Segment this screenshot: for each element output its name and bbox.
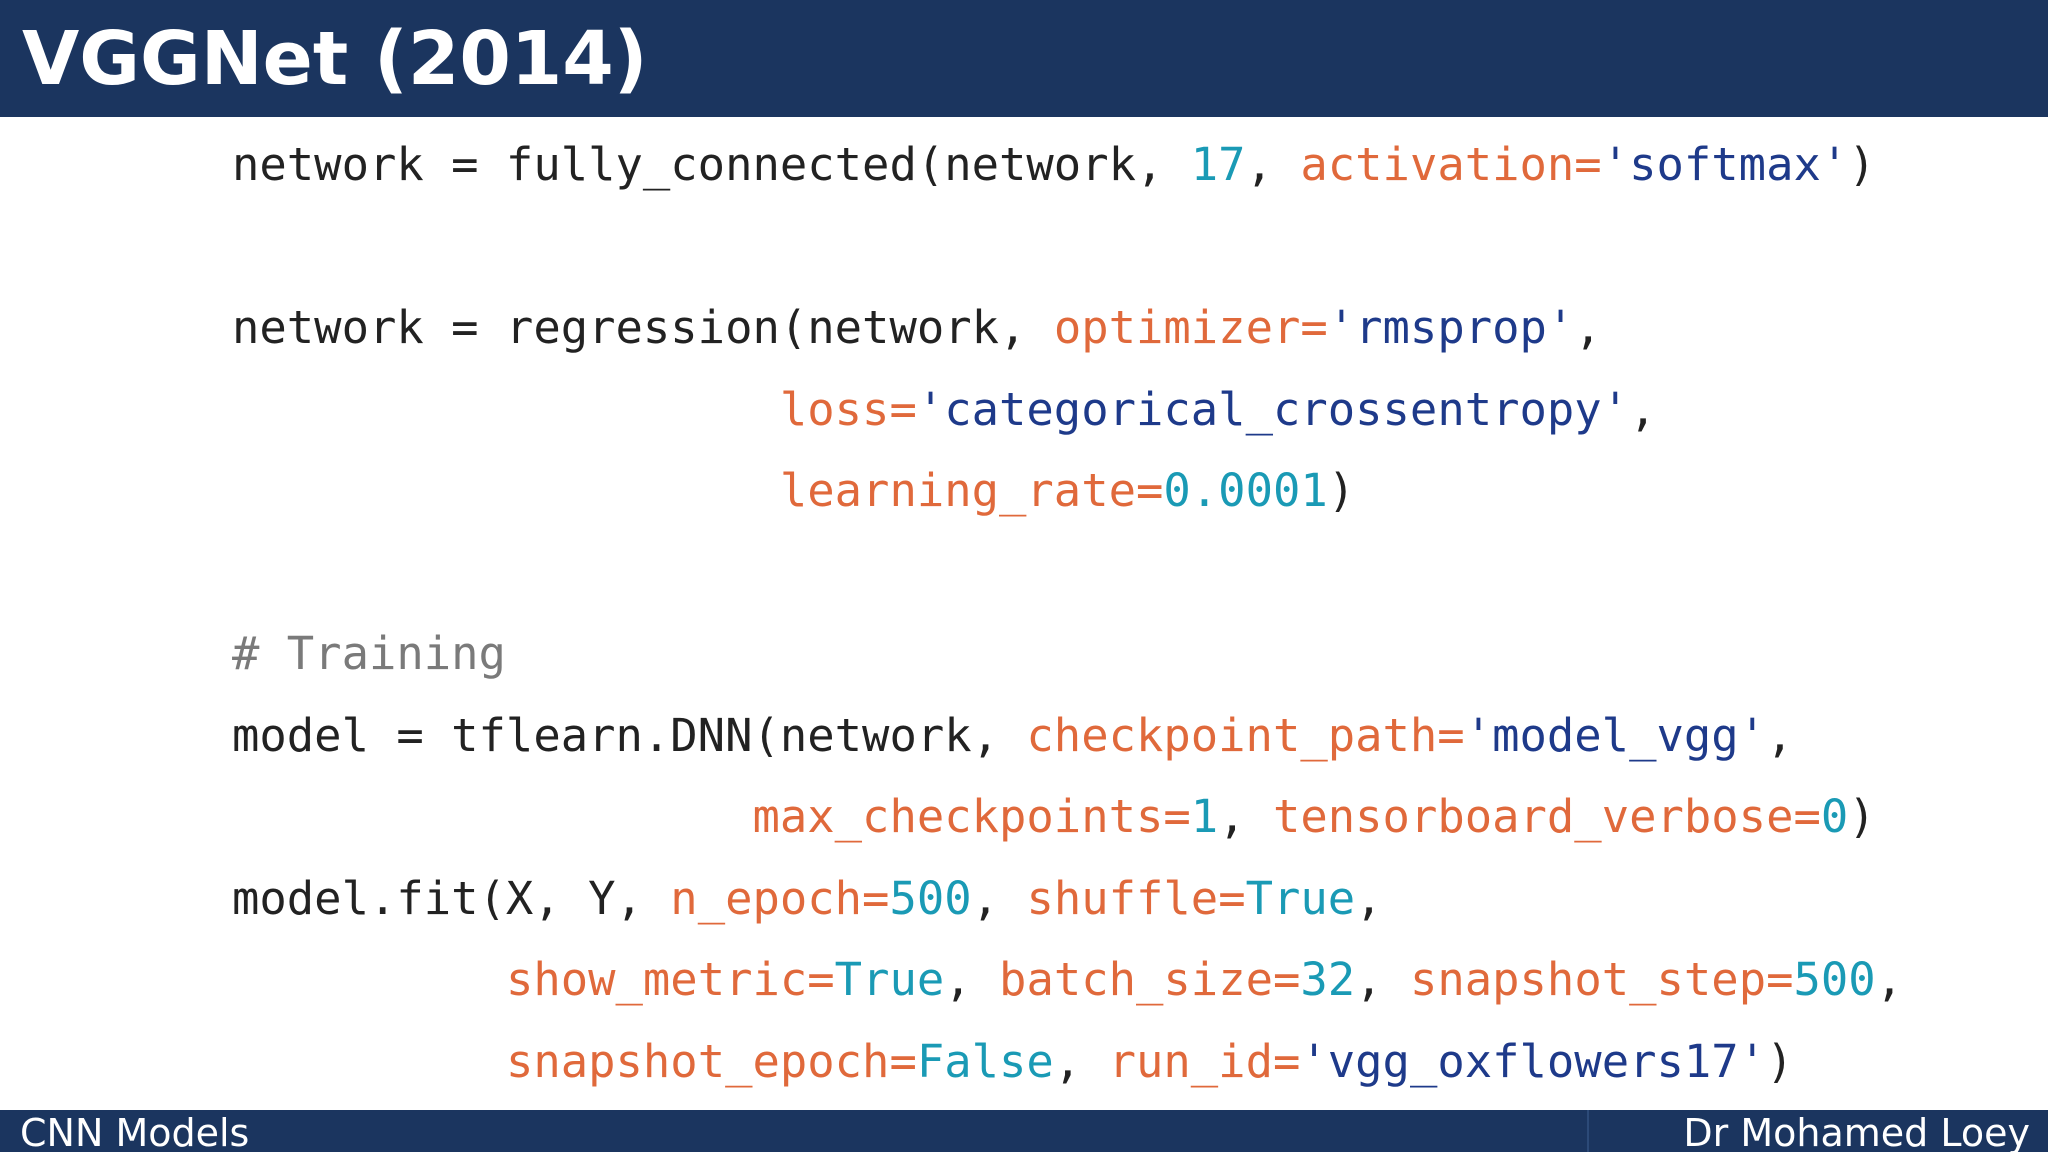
code-token: , [1355, 953, 1410, 1006]
code-token: tensorboard_verbose= [1272, 790, 1821, 843]
code-token: , [1355, 872, 1383, 925]
code-token: learning_rate= [779, 464, 1164, 517]
code-token: 1 [1190, 790, 1219, 843]
code-token: ) [1848, 790, 1876, 843]
code-token: # Training [232, 627, 506, 680]
code-token: , [1875, 953, 1904, 1006]
code-token: checkpoint_path= [1026, 709, 1465, 762]
code-token: , [971, 872, 1027, 925]
code-token: 'model_vgg' [1464, 709, 1767, 762]
code-token: 17 [1190, 138, 1246, 191]
code-token: n_epoch= [670, 872, 890, 925]
code-token: False [916, 1035, 1054, 1088]
code-token: max_checkpoints= [752, 790, 1191, 843]
code-token: loss= [779, 383, 917, 436]
code-line: network = regression(network, optimizer=… [232, 298, 1602, 358]
code-token: model.fit(X, Y, [232, 872, 671, 925]
code-token: , [1766, 709, 1794, 762]
code-token: 'softmax' [1601, 138, 1849, 191]
footer-author: Dr Mohamed Loey [1683, 1111, 2030, 1155]
code-token: True [1245, 872, 1356, 925]
code-token: 'rmsprop' [1327, 301, 1575, 354]
code-line: # Training [232, 624, 506, 684]
code-token: , [1629, 383, 1657, 436]
code-token: show_metric= [505, 953, 835, 1006]
footer-bar: CNN Models Dr Mohamed Loey [0, 1110, 2048, 1155]
code-token: ) [1848, 138, 1876, 191]
code-line: snapshot_epoch=False, run_id='vgg_oxflow… [232, 1032, 1794, 1092]
code-token: 500 [1793, 953, 1876, 1006]
code-token [232, 953, 506, 1006]
code-token: , [1245, 138, 1301, 191]
title-bar: VGGNet (2014) [0, 0, 2048, 117]
code-token: network = regression(network, [232, 301, 1054, 354]
code-token: ) [1327, 464, 1356, 517]
code-token: batch_size= [999, 953, 1301, 1006]
code-token: , [1218, 790, 1273, 843]
code-token: shuffle= [1026, 872, 1246, 925]
code-token: run_id= [1108, 1035, 1301, 1088]
code-token: 'vgg_oxflowers17' [1300, 1035, 1767, 1088]
code-line: learning_rate=0.0001) [232, 461, 1355, 521]
code-token: True [834, 953, 945, 1006]
code-line: loss='categorical_crossentropy', [232, 380, 1657, 440]
code-token: optimizer= [1053, 301, 1328, 354]
code-line: max_checkpoints=1, tensorboard_verbose=0… [232, 787, 1876, 847]
code-token: snapshot_epoch= [505, 1035, 917, 1088]
code-line: network = fully_connected(network, 17, a… [232, 135, 1876, 195]
code-line: show_metric=True, batch_size=32, snapsho… [232, 950, 1903, 1010]
code-token: network = fully_connected(network, [232, 138, 1191, 191]
code-line: model = tflearn.DNN(network, checkpoint_… [232, 706, 1793, 766]
code-token [232, 464, 780, 517]
code-line: model.fit(X, Y, n_epoch=500, shuffle=Tru… [232, 869, 1383, 929]
code-token: 32 [1300, 953, 1356, 1006]
code-token: activation= [1300, 138, 1602, 191]
code-token: 'categorical_crossentropy' [916, 383, 1630, 436]
code-token: 0 [1820, 790, 1849, 843]
footer-course-title: CNN Models [20, 1111, 250, 1155]
code-token: ) [1766, 1035, 1794, 1088]
code-token [232, 1035, 506, 1088]
code-token [232, 383, 780, 436]
footer-divider [1587, 1110, 1589, 1152]
code-token: , [1574, 301, 1602, 354]
code-token: , [944, 953, 1000, 1006]
code-token: 500 [889, 872, 972, 925]
code-token: snapshot_step= [1409, 953, 1794, 1006]
slide-title: VGGNet (2014) [22, 16, 648, 102]
code-token [232, 790, 752, 843]
code-token: , [1053, 1035, 1109, 1088]
code-token: 0.0001 [1163, 464, 1328, 517]
code-block: network = fully_connected(network, 17, a… [232, 135, 1903, 1092]
code-token: model = tflearn.DNN(network, [232, 709, 1027, 762]
